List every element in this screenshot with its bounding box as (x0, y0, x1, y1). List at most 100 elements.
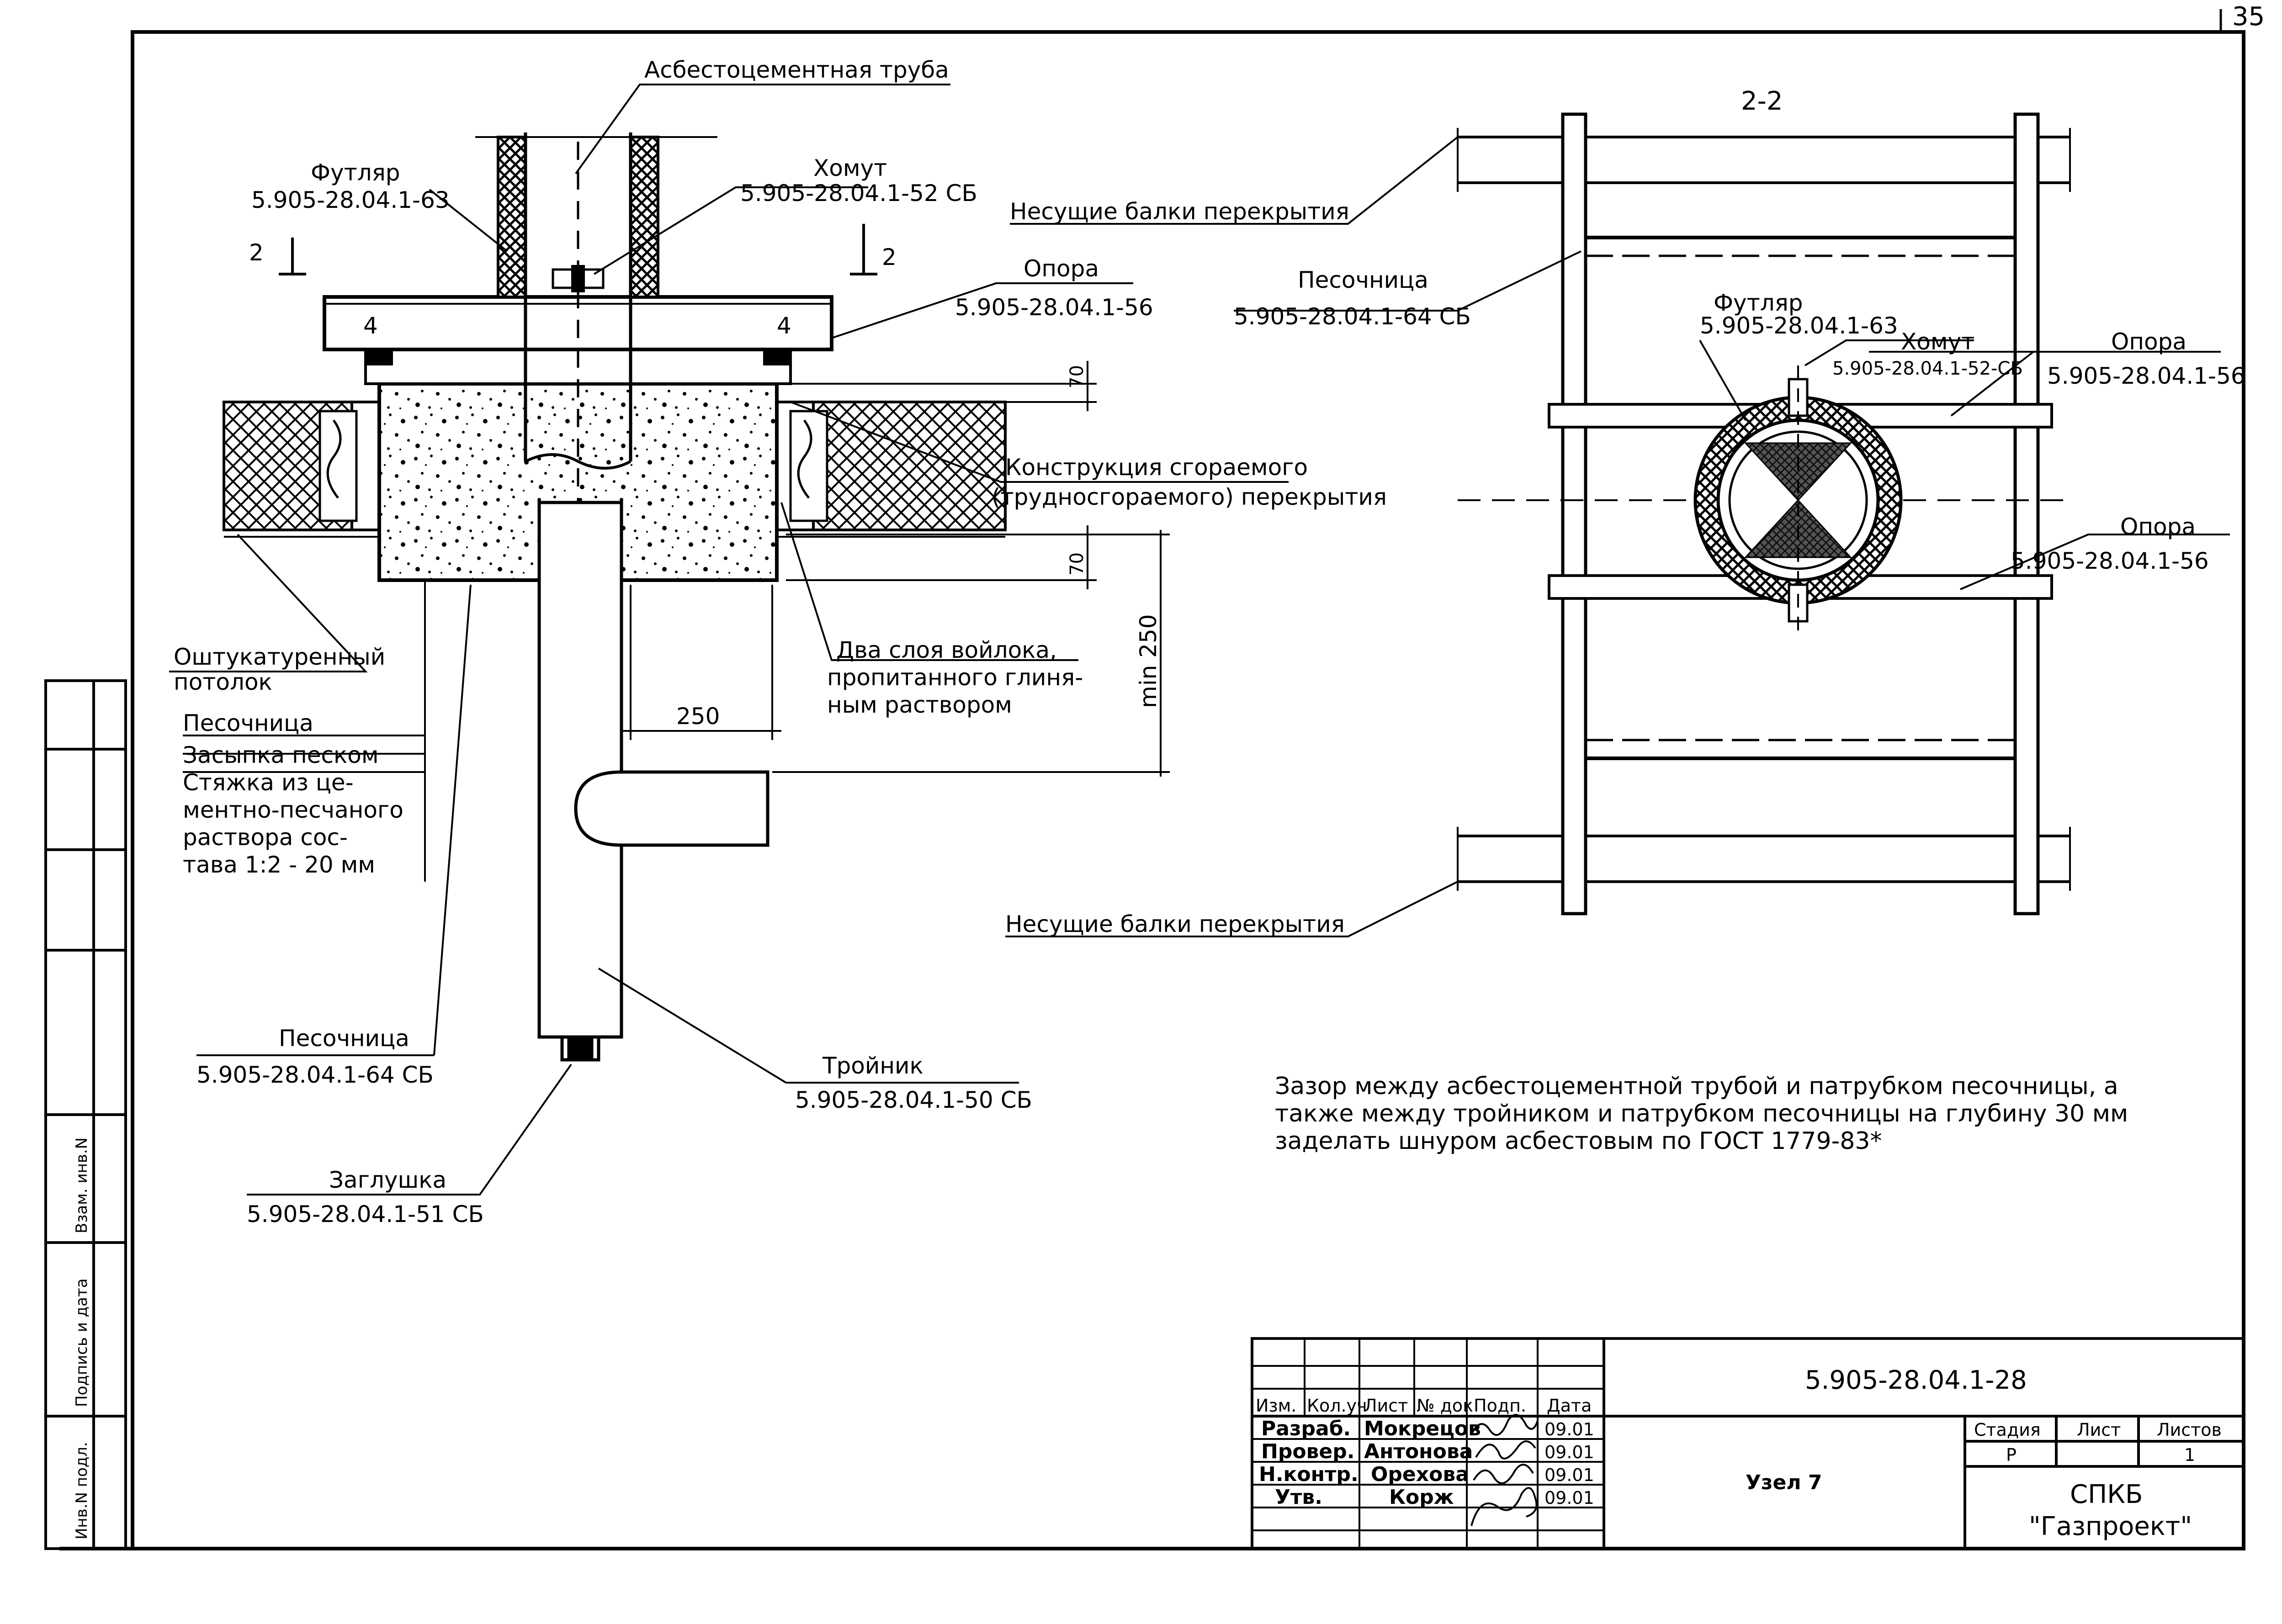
label-sandbox-bottom-code: 5.905-28.04.1-64 СБ (196, 1062, 434, 1088)
legend-line-2: Засыпка песком (183, 742, 379, 768)
signer-role: Н.контр. (1259, 1463, 1359, 1486)
legend-line-5: раствора сос- (183, 824, 348, 851)
signer-date: 09.01 (1544, 1488, 1594, 1508)
label-tee-code: 5.905-28.04.1-50 СБ (795, 1087, 1032, 1113)
signer-name: Корж (1389, 1486, 1454, 1509)
dimension-lines-left (621, 361, 1170, 777)
signer-row-2: Провер. Антонова 09.01 (1261, 1440, 1594, 1463)
tee-pipe (537, 501, 770, 1062)
legend-line-6: тава 1:2 - 20 мм (183, 852, 375, 878)
tb-stage: Р (2006, 1445, 2017, 1465)
dim-seventy-top: 70 (1067, 365, 1088, 388)
label-clamp-left-code: 5.905-28.04.1-52 СБ (740, 180, 977, 206)
tb-header-stadiya: Стадия (1974, 1420, 2041, 1440)
sandbox-walls-2-2 (1561, 112, 2040, 915)
note-line-2: также между тройником и патрубком песочн… (1275, 1100, 2128, 1127)
note-line-3: заделать шнуром асбестовым по ГОСТ 1779-… (1275, 1127, 1882, 1155)
label-support-right1-title: Опора (2111, 328, 2186, 355)
signer-name: Антонова (1364, 1440, 1473, 1463)
label-plaster-1: Оштукатуренный (174, 644, 385, 670)
tb-header-listov: Листов (2157, 1420, 2222, 1440)
label-felt-3: ным раствором (827, 692, 1012, 718)
sleeve-circle-2-2 (1693, 365, 1903, 635)
dim-four-left: 4 (363, 312, 378, 339)
node-name: Узел 7 (1746, 1471, 1822, 1494)
signer-date: 09.01 (1544, 1465, 1594, 1485)
title-block (1251, 1337, 2245, 1550)
section-marks (279, 224, 877, 275)
label-plug-code: 5.905-28.04.1-51 СБ (247, 1201, 484, 1227)
floor-slab-left (223, 401, 1007, 538)
sleeve-left (497, 136, 659, 298)
section-mark-left: 2 (249, 239, 264, 266)
stamp-vzam: Взам. инв.N (73, 1137, 91, 1233)
legend-line-1: Песочница (183, 710, 313, 736)
signer-date: 09.01 (1544, 1442, 1594, 1462)
label-clamp-right-code: 5.905-28.04.1-52-СБ (1832, 358, 2023, 379)
section-mark-right: 2 (882, 244, 897, 270)
label-felt-2: пропитанного глиня- (827, 664, 1083, 691)
doc-code: 5.905-28.04.1-28 (1805, 1365, 2027, 1395)
tb-header-izm: Изм. (1256, 1396, 1296, 1416)
legend-line-4: ментно-песчаного (183, 797, 403, 823)
signer-role: Утв. (1275, 1486, 1322, 1509)
legend-line-3: Стяжка из це- (183, 769, 354, 796)
label-clamp-right-title: Хомут (1901, 328, 1974, 355)
sheet-number: 35 (2232, 2, 2265, 32)
clamp-left (552, 265, 605, 292)
tb-header-kol: Кол.уч (1307, 1396, 1367, 1416)
label-sleeve-right-title: Футляр (1714, 290, 1803, 316)
dim-min-250: min 250 (1135, 614, 1162, 708)
label-sandbox-right-code: 5.905-28.04.1-64 СБ (1234, 303, 1471, 330)
label-support-left-title: Опора (1024, 255, 1099, 282)
label-support-right2-code: 5.905-28.04.1-56 (2011, 548, 2209, 574)
label-combustible-2: (трудносгораемого) перекрытия (992, 484, 1387, 510)
label-beams-top: Несущие балки перекрытия (1010, 198, 1349, 225)
label-sleeve-left-title: Футляр (311, 159, 400, 186)
leader-lines-right (1005, 136, 2230, 937)
signer-date: 09.01 (1544, 1419, 1594, 1439)
signer-row-1: Разраб. Мокрецов 09.01 (1261, 1417, 1594, 1440)
label-felt-1: Два слоя войлока, (836, 637, 1057, 663)
dim-seventy-bottom: 70 (1067, 552, 1088, 576)
tb-header-list: Лист (1364, 1396, 1408, 1416)
sandbox-plates-2-2 (1586, 236, 2015, 760)
org-name-1: СПКБ (2070, 1480, 2143, 1509)
signer-row-4: Утв. Корж 09.01 (1275, 1486, 1594, 1509)
label-support-right2-title: Опора (2120, 513, 2196, 540)
drawing-frame (59, 9, 2245, 1550)
signer-role: Провер. (1261, 1440, 1354, 1463)
signer-row-3: Н.контр. Орехова 09.01 (1259, 1463, 1594, 1486)
label-support-right1-code: 5.905-28.04.1-56 (2047, 363, 2245, 389)
stamp-podpis: Подпись и дата (73, 1278, 91, 1407)
tb-header-data: Дата (1547, 1396, 1592, 1416)
signer-name: Орехова (1371, 1463, 1469, 1486)
label-beams-bottom: Несущие балки перекрытия (1005, 911, 1345, 937)
note-line-1: Зазор между асбестоцементной трубой и па… (1275, 1073, 2118, 1100)
signer-name: Мокрецов (1364, 1417, 1481, 1440)
leader-lines-left (169, 84, 1289, 1196)
org-name-2: "Газпроект" (2029, 1512, 2192, 1541)
label-tee-title: Тройник (822, 1053, 923, 1079)
label-support-left-code: 5.905-28.04.1-56 (955, 294, 1153, 321)
tb-header-podp: Подп. (1474, 1396, 1526, 1416)
stamp-inv: Инв.N подл. (73, 1442, 91, 1539)
section-title: 2-2 (1741, 86, 1783, 116)
label-sleeve-right-code: 5.905-28.04.1-63 (1700, 312, 1898, 339)
label-sleeve-left-code: 5.905-28.04.1-63 (251, 187, 450, 213)
label-plaster-2: потолок (174, 669, 272, 695)
label-asbestos-pipe: Асбестоцементная труба (644, 57, 949, 83)
signatures (1470, 1414, 1539, 1526)
dim-four-right: 4 (777, 312, 791, 339)
label-plug-title: Заглушка (329, 1167, 446, 1193)
beams-2-2 (1457, 128, 2071, 891)
tb-header-ndoc: № док (1417, 1396, 1473, 1416)
label-sandbox-right-title: Песочница (1298, 267, 1428, 293)
side-stamp (44, 679, 127, 1550)
label-sandbox-bottom-title: Песочница (279, 1025, 409, 1052)
label-combustible-1: Конструкция сгораемого (1005, 454, 1308, 481)
tb-header-list2: Лист (2077, 1420, 2121, 1440)
label-clamp-left-title: Хомут (813, 155, 887, 181)
dim-two-fifty: 250 (676, 703, 720, 730)
